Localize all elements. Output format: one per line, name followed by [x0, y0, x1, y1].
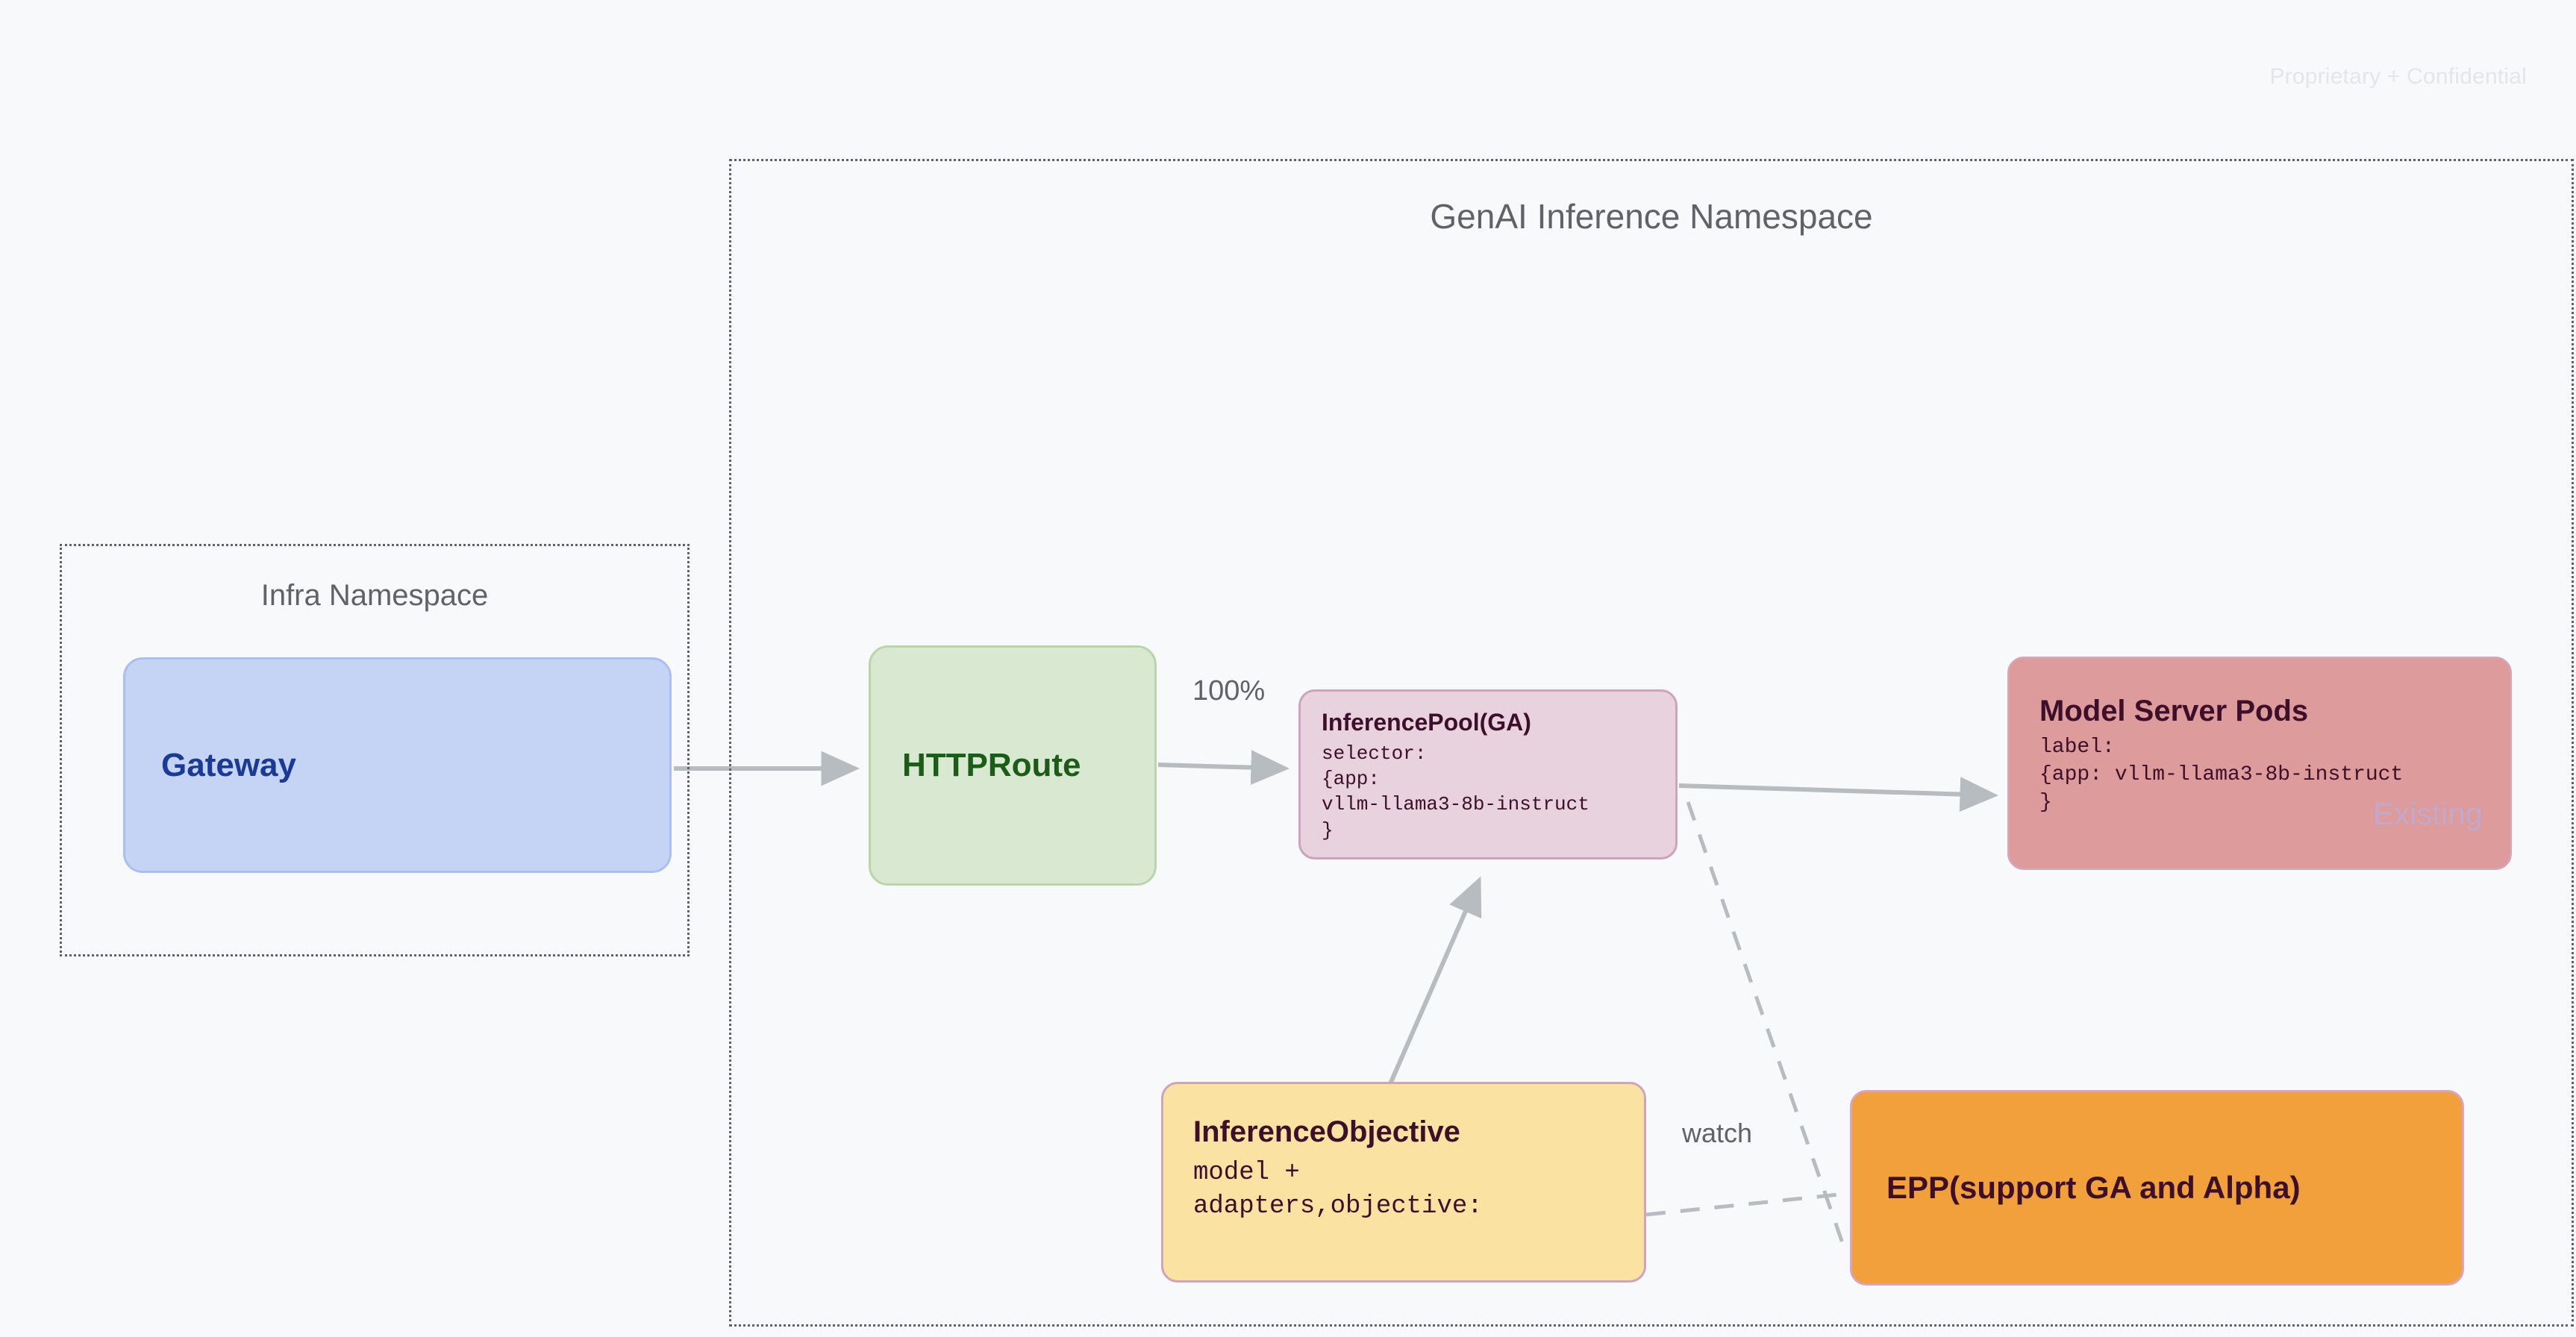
namespace-infra-title: Infra Namespace: [260, 579, 489, 612]
node-inferencepool-selector: selector: {app: vllm-llama3-8b-instruct …: [1322, 742, 1589, 842]
status-badge-existing: Existing: [2372, 796, 2483, 831]
node-epp[interactable]: EPP(support GA and Alpha): [1850, 1090, 2464, 1286]
node-epp-title: EPP(support GA and Alpha): [1886, 1170, 2301, 1206]
edge-label-traffic-weight: 100%: [1192, 675, 1266, 707]
node-inferenceobjective-title: InferenceObjective: [1193, 1115, 1460, 1148]
node-httproute[interactable]: HTTPRoute: [869, 645, 1157, 886]
namespace-genai-inference: GenAI Inference Namespace: [729, 159, 2574, 1327]
namespace-genai-title: GenAI Inference Namespace: [1430, 197, 1873, 236]
node-model-server-pods-title: Model Server Pods: [2039, 695, 2309, 727]
node-inferencepool-title: InferencePool(GA): [1322, 709, 1531, 736]
node-gateway[interactable]: Gateway: [123, 657, 672, 873]
node-inferenceobjective-spec: model + adapters,objective:: [1193, 1158, 1483, 1221]
node-inferenceobjective[interactable]: InferenceObjective model + adapters,obje…: [1161, 1082, 1646, 1283]
node-inferencepool[interactable]: InferencePool(GA) selector: {app: vllm-l…: [1298, 689, 1678, 860]
node-gateway-title: Gateway: [161, 746, 296, 783]
confidential-watermark: Proprietary + Confidential: [2269, 64, 2527, 89]
namespace-infra: Infra Namespace: [60, 544, 690, 956]
edge-label-watch: watch: [1682, 1118, 1753, 1148]
node-model-server-pods-label: label: {app: vllm-llama3-8b-instruct }: [2039, 735, 2404, 814]
node-model-server-pods[interactable]: Model Server Pods label: {app: vllm-llam…: [2007, 657, 2512, 870]
node-httproute-title: HTTPRoute: [902, 747, 1081, 784]
